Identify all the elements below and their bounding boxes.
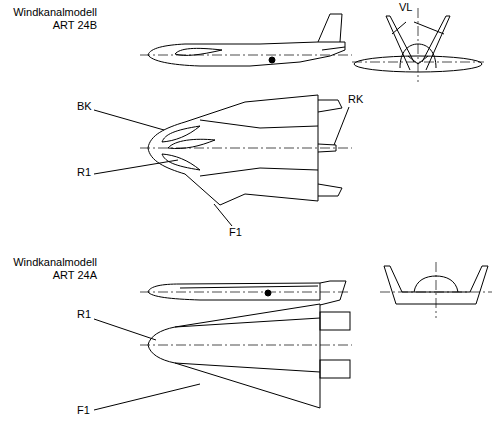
part-label: R1	[76, 308, 92, 321]
front-view-24a	[380, 262, 492, 318]
part-label: F1	[76, 404, 91, 417]
top-view-24b	[94, 95, 352, 226]
part-label: BK	[76, 100, 93, 113]
front-view-24b	[352, 8, 484, 82]
side-view-24b	[140, 14, 352, 66]
part-label: RK	[347, 93, 364, 106]
model-title: Windkanalmodell ART 24B	[4, 6, 98, 32]
side-view-24a	[140, 281, 350, 305]
top-view-24a	[94, 304, 352, 410]
part-label: R1	[76, 166, 92, 179]
part-label: VL	[398, 1, 413, 14]
model-title: Windkanalmodell ART 24A	[4, 256, 98, 282]
part-label: F1	[228, 226, 243, 239]
